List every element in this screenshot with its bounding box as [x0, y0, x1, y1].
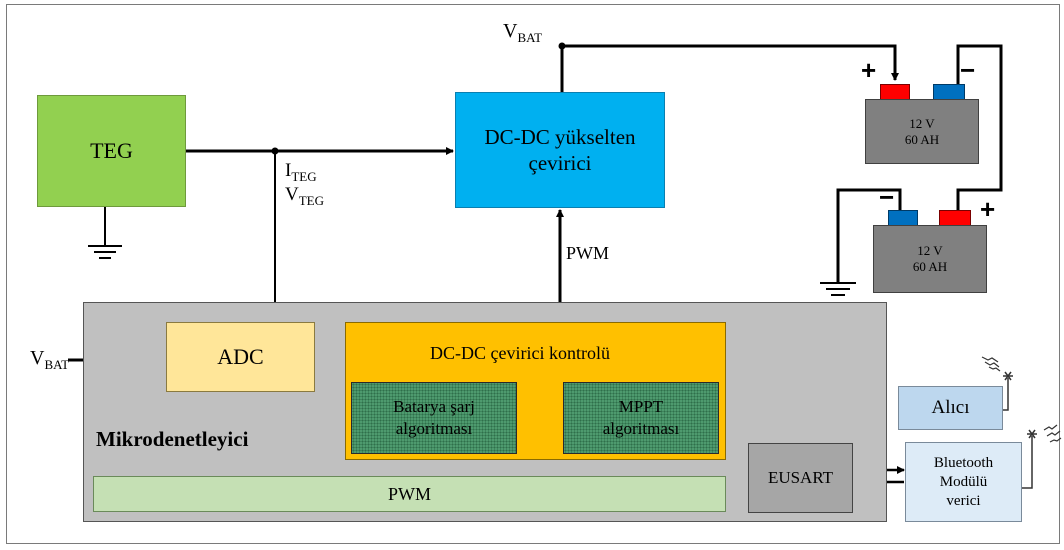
battery-bottom-positive-terminal	[939, 210, 971, 226]
battery-top-positive-terminal	[880, 84, 910, 100]
battery-ground-symbol	[820, 282, 856, 296]
battery-bottom-body: 12 V 60 AH	[873, 225, 987, 293]
pwm-signal-label: PWM	[566, 243, 610, 263]
bluetooth-module-block: Bluetooth Modülü verici	[905, 442, 1022, 522]
battery-charge-algorithm-block: Batarya şarj algoritması	[351, 382, 517, 454]
dcdc-converter-block: DC-DC yükselten çevirici	[455, 92, 665, 208]
pwm-bar-block: PWM	[93, 476, 726, 512]
eusart-block: EUSART	[748, 443, 853, 513]
pwm-bar-label: PWM	[387, 483, 431, 504]
teg-block: TEG	[37, 95, 186, 207]
bluetooth-line1: Bluetooth	[933, 454, 994, 471]
battery-top-minus-sign: −	[960, 55, 976, 85]
battery-algo-line2: algoritması	[395, 419, 473, 438]
teg-label: TEG	[90, 138, 133, 163]
battery-top-negative-terminal	[933, 84, 965, 100]
bluetooth-line2: Modülü	[939, 473, 988, 490]
mppt-line1: MPPT	[618, 397, 664, 416]
adc-block: ADC	[166, 322, 315, 392]
battery-top-voltage: 12 V	[909, 115, 935, 131]
dcdc-controller-title: DC-DC çevirici kontrolü	[430, 343, 610, 363]
bluetooth-line3: verici	[946, 492, 981, 509]
diagram-frame	[6, 4, 1060, 544]
battery-bottom-voltage: 12 V	[917, 243, 943, 258]
adc-label: ADC	[217, 344, 264, 369]
battery-bottom-minus-sign: −	[879, 182, 895, 212]
battery-ground-wire	[836, 188, 902, 283]
battery-top-body: 12 V 60 AH	[865, 99, 979, 164]
battery-top-capacity: 60 AH	[904, 131, 940, 147]
battery-bottom-capacity: 60 AH	[912, 259, 948, 274]
eusart-label: EUSART	[767, 468, 834, 487]
dcdc-label-line2: çevirici	[528, 151, 592, 175]
vbat-top-label: VBAT	[503, 20, 543, 45]
vbat-to-battery-wire	[562, 44, 899, 81]
battery-series-wire	[956, 44, 1003, 210]
battery-bottom: 12 V 60 AH	[873, 208, 987, 293]
dcdc-label-line1: DC-DC yükselten	[484, 125, 636, 149]
teg-ground-symbol	[88, 245, 122, 259]
iteg-label: ITEG	[285, 160, 317, 184]
vbat-left-label: VBAT	[30, 347, 70, 372]
battery-algo-line1: Batarya şarj	[393, 397, 475, 416]
battery-top-plus-sign: +	[861, 55, 877, 85]
receiver-signal-icon	[981, 356, 1001, 372]
bluetooth-antenna-icon	[1022, 429, 1037, 489]
microcontroller-label: Mikrodenetleyici	[96, 427, 249, 451]
vteg-label: VTEG	[285, 184, 325, 208]
receiver-block: Alıcı	[898, 386, 1003, 430]
receiver-label: Alıcı	[931, 397, 970, 418]
mppt-line2: algoritması	[602, 419, 680, 438]
mppt-algorithm-block: MPPT algoritması	[563, 382, 719, 454]
battery-bottom-plus-sign: +	[980, 194, 996, 224]
bluetooth-signal-icon	[1043, 424, 1062, 443]
battery-top: 12 V 60 AH	[865, 80, 979, 164]
